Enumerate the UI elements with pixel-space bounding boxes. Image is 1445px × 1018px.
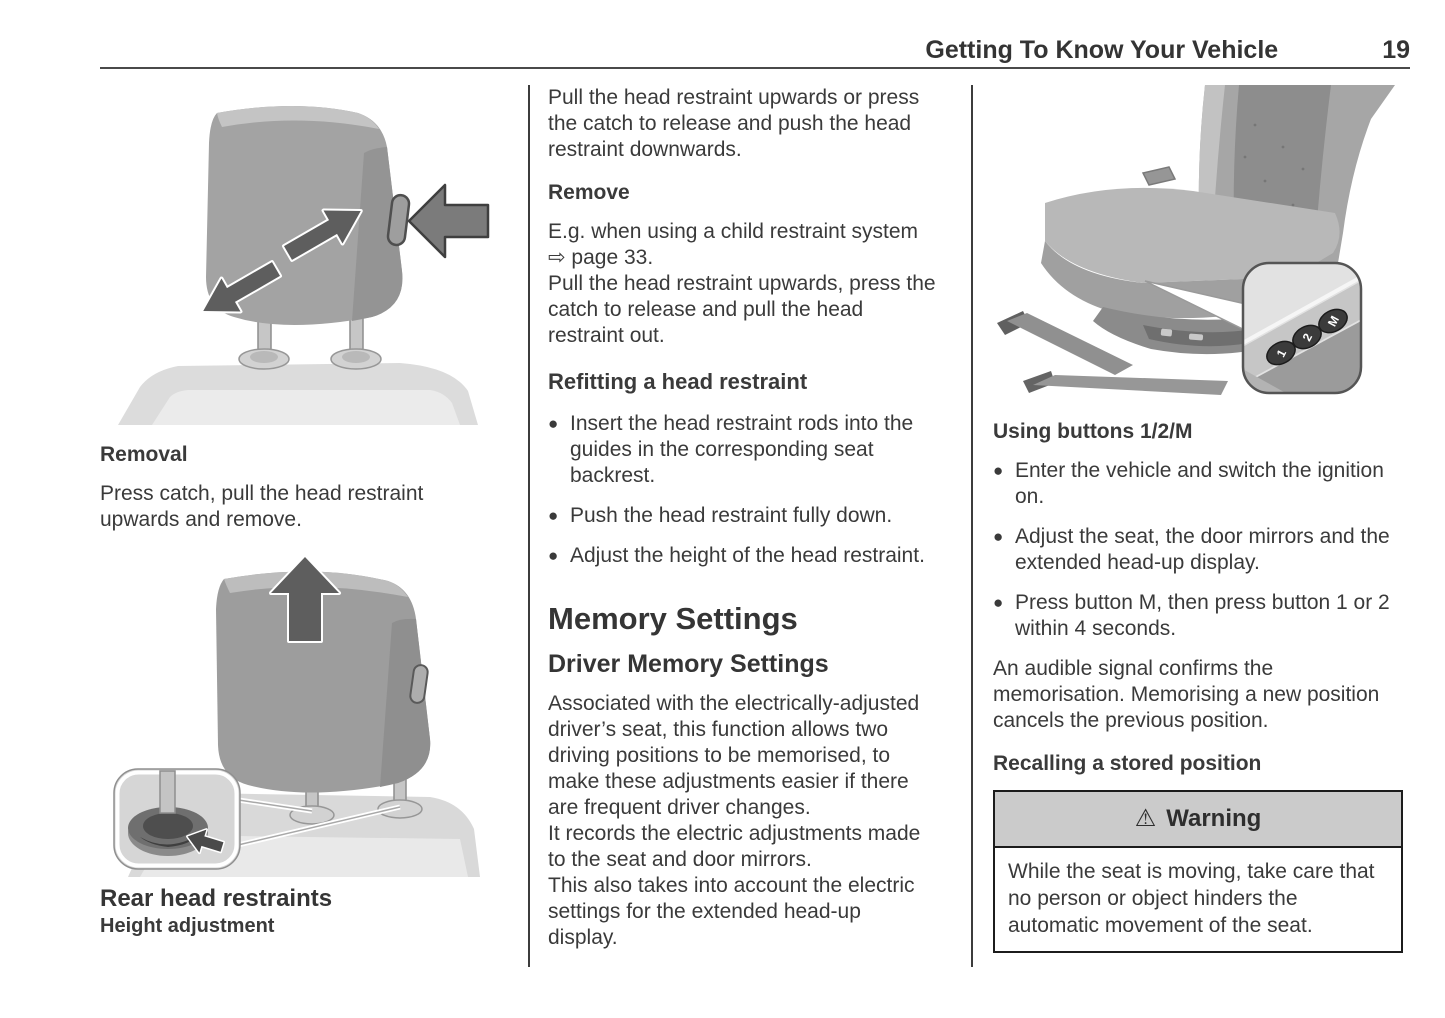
refitting-bullet-2: ● Push the head restraint fully down. — [548, 503, 936, 529]
head-restraint-removal-illustration — [118, 106, 490, 425]
remove-heading: Remove — [548, 181, 630, 204]
restraint-posts — [238, 296, 382, 370]
warning-title: Warning — [1166, 805, 1262, 832]
removal-text: Press catch, pull the head restraint upw… — [100, 482, 424, 531]
recalling-heading: Recalling a stored position — [993, 752, 1262, 775]
pull-up-arrow-icon — [269, 555, 341, 643]
press-catch-arrow-icon — [407, 183, 490, 259]
bullet-icon: ● — [993, 461, 1004, 480]
driver-seat-illustration: 1 2 M — [997, 85, 1395, 395]
bullet-text: Press button M, then press button 1 or 2… — [1015, 591, 1390, 640]
using-bullet-2: ● Adjust the seat, the door mirrors and … — [993, 524, 1403, 576]
slide-up-arrow-icon — [282, 208, 363, 262]
warning-text: While the seat is moving, take care that… — [1008, 860, 1375, 937]
refitting-bullet-3: ● Adjust the height of the head restrain… — [548, 543, 936, 569]
figure-driver-seat-memory: 1 2 M — [993, 85, 1403, 400]
slide-down-arrow-icon — [201, 260, 282, 314]
page-header: Getting To Know Your Vehicle 19 — [100, 36, 1410, 65]
bullet-text: Adjust the height of the head restraint. — [570, 544, 925, 567]
figure-head-restraint-height — [100, 547, 492, 877]
using-bullet-3: ● Press button M, then press button 1 or… — [993, 590, 1403, 642]
guide-sleeve-inset — [113, 768, 241, 870]
page-number: 19 — [1382, 36, 1410, 64]
right-column: 1 2 M Using buttons 1/2/M ● Enter the ve… — [993, 85, 1403, 953]
column-separator-2 — [971, 85, 973, 967]
driver-memory-paragraph: This also takes into account the electri… — [548, 874, 915, 949]
warning-header: ⚠ Warning — [995, 792, 1401, 848]
bullet-icon: ● — [993, 527, 1004, 546]
remove-line: Pull the head restraint upwards, press t… — [548, 272, 936, 347]
memory-buttons-inset: 1 2 M — [1241, 261, 1363, 395]
using-buttons-heading: Using buttons 1/2/M — [993, 420, 1193, 443]
audible-signal-text: An audible signal confirms the memorisat… — [993, 657, 1380, 732]
using-bullet-1: ● Enter the vehicle and switch the ignit… — [993, 458, 1403, 510]
middle-column: Pull the head restraint upwards or press… — [548, 85, 936, 965]
seat-back-top — [118, 363, 478, 425]
driver-memory-paragraph: Associated with the electrically-adjuste… — [548, 692, 920, 819]
bullet-icon: ● — [548, 546, 559, 565]
remove-paragraph: E.g. when using a child restraint system… — [548, 219, 936, 349]
warning-box: ⚠ Warning While the seat is moving, take … — [993, 790, 1403, 953]
removal-heading: Removal — [100, 443, 188, 466]
rear-head-restraints-heading: Rear head restraints — [100, 885, 333, 912]
driver-memory-paragraphs: Associated with the electrically-adjuste… — [548, 691, 936, 951]
catch-button — [409, 664, 429, 704]
warning-triangle-icon: ⚠ — [1134, 805, 1157, 832]
pull-restraint-text: Pull the head restraint upwards or press… — [548, 86, 920, 161]
memory-settings-title: Memory Settings — [548, 601, 798, 636]
bullet-text: Enter the vehicle and switch the ignitio… — [1015, 459, 1384, 508]
left-column: Removal Press catch, pull the head restr… — [100, 85, 492, 939]
remove-line: E.g. when using a child restraint system… — [548, 220, 919, 269]
driver-memory-paragraph: It records the electric adjustments made… — [548, 822, 921, 871]
bullet-icon: ● — [548, 506, 559, 525]
bullet-text: Adjust the seat, the door mirrors and th… — [1015, 525, 1390, 574]
catch-arrow-icon — [186, 828, 225, 855]
header-rule — [100, 67, 1410, 69]
memory-button-1: 1 — [1266, 340, 1296, 366]
seat-cushion — [1041, 166, 1340, 319]
page-title: Getting To Know Your Vehicle — [925, 36, 1279, 64]
figure-head-restraint-removal — [100, 85, 492, 425]
bullet-icon: ● — [548, 414, 559, 433]
refitting-bullet-1: ● Insert the head restraint rods into th… — [548, 411, 936, 489]
column-separator-1 — [528, 85, 530, 967]
bullet-text: Push the head restraint fully down. — [570, 504, 893, 527]
memory-button-m: M — [1318, 308, 1348, 334]
refitting-heading: Refitting a head restraint — [548, 369, 808, 394]
catch-button — [386, 193, 411, 247]
head-restraint-height-illustration — [113, 555, 480, 877]
inset-connector-lines — [231, 796, 401, 848]
seat-rails — [997, 311, 1228, 395]
height-adjustment-caption: Height adjustment — [100, 915, 275, 937]
driver-memory-settings-title: Driver Memory Settings — [548, 650, 829, 678]
head-restraint — [216, 571, 431, 793]
bullet-icon: ● — [993, 593, 1004, 612]
bullet-text: Insert the head restraint rods into the … — [570, 412, 914, 487]
